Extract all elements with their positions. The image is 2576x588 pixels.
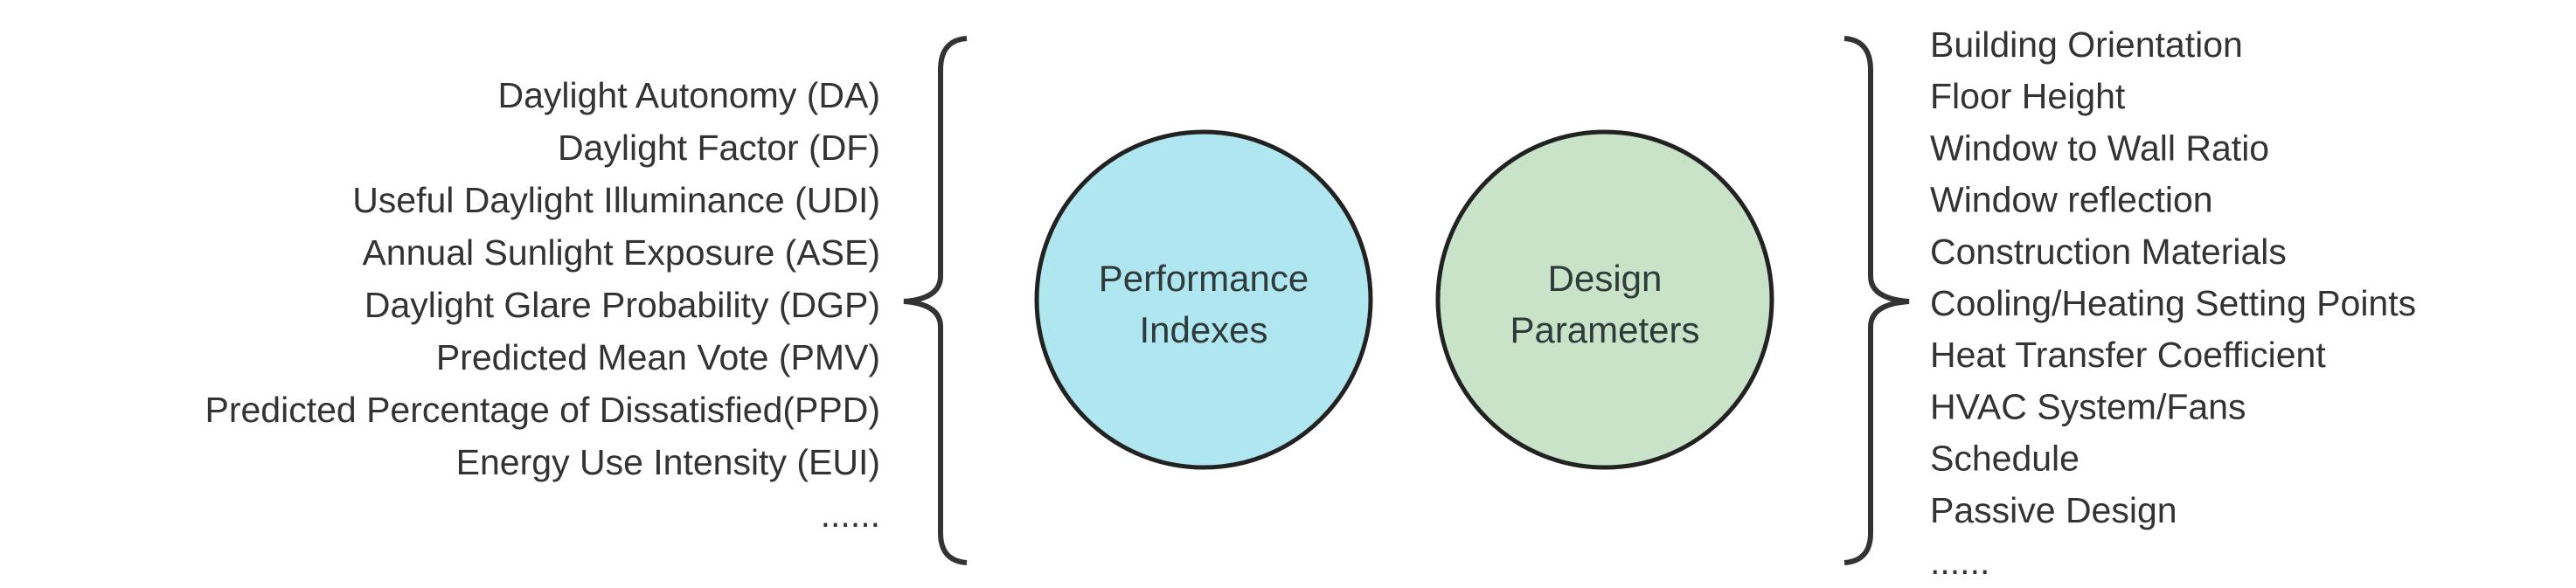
design-parameters-circle xyxy=(1435,129,1774,470)
list-item: Annual Sunlight Exposure (ASE) xyxy=(362,232,880,273)
list-item: Daylight Autonomy (DA) xyxy=(497,75,880,115)
list-item: Passive Design xyxy=(1930,490,2177,530)
performance-indexes-list: Daylight Autonomy (DA) Daylight Factor (D… xyxy=(205,75,880,535)
list-item: Cooling/Heating Setting Points xyxy=(1930,283,2416,323)
list-item: Heat Transfer Coefficient xyxy=(1930,335,2326,375)
list-item: ...... xyxy=(1930,542,1989,582)
design-parameters-label-line2: Parameters xyxy=(1510,309,1699,350)
list-item: Predicted Percentage of Dissatisfied(PPD… xyxy=(205,390,880,430)
list-item: Daylight Factor (DF) xyxy=(558,128,880,168)
list-item: Predicted Mean Vote (PMV) xyxy=(436,337,880,377)
performance-indexes-circle xyxy=(1034,129,1373,470)
list-item: Building Orientation xyxy=(1930,24,2243,65)
performance-indexes-label-line1: Performance xyxy=(1099,258,1309,299)
performance-indexes-label-line2: Indexes xyxy=(1139,309,1267,350)
list-item: Energy Use Intensity (EUI) xyxy=(456,442,880,482)
right-brace xyxy=(1843,36,1910,565)
list-item: Useful Daylight Illuminance (UDI) xyxy=(352,180,880,220)
list-item: Floor Height xyxy=(1930,76,2126,116)
design-parameters-label-line1: Design xyxy=(1548,258,1663,299)
list-item: Window reflection xyxy=(1930,180,2213,220)
list-item: Daylight Glare Probability (DGP) xyxy=(365,285,880,325)
list-item: Window to Wall Ratio xyxy=(1930,128,2269,168)
list-item: ...... xyxy=(821,495,880,535)
list-item: Schedule xyxy=(1930,439,2080,479)
left-brace xyxy=(903,36,968,565)
list-item: HVAC System/Fans xyxy=(1930,386,2246,426)
list-item: Construction Materials xyxy=(1930,232,2287,272)
